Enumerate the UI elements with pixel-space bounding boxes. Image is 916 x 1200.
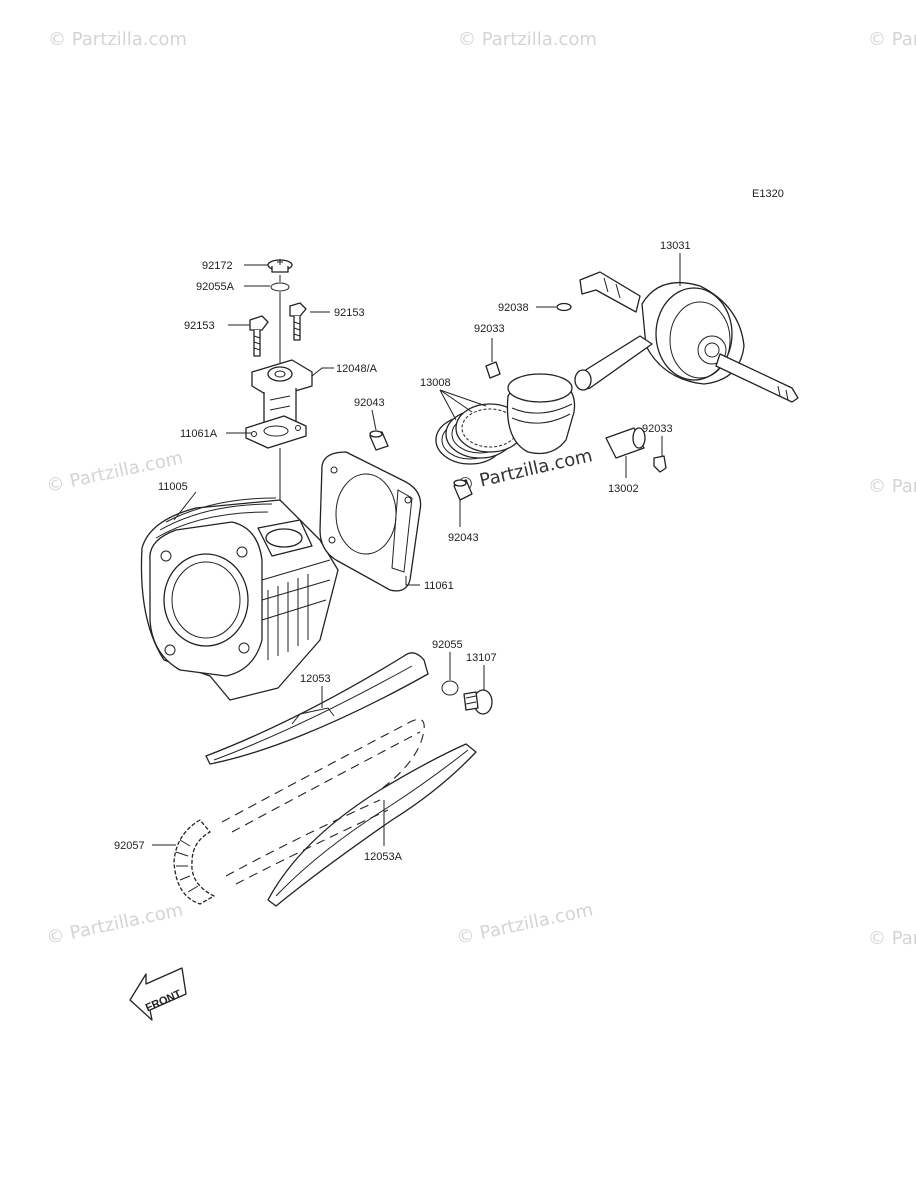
dowel-pin-92043-top (369, 430, 389, 451)
label-12053A: 12053A (364, 851, 403, 863)
piston-pin-13002 (605, 427, 646, 459)
label-11005: 11005 (158, 481, 188, 493)
label-13002: 13002 (608, 483, 639, 495)
oring-92055 (441, 680, 459, 696)
oring-92055A (270, 282, 290, 292)
label-92043-bottom: 92043 (448, 532, 479, 544)
bolt-92153-right (289, 302, 307, 341)
label-11061A: 11061A (180, 428, 218, 440)
tensioner-guide-12053 (205, 652, 429, 765)
label-13107: 13107 (466, 652, 497, 664)
label-92043-top: 92043 (354, 397, 385, 409)
bolt-13107 (463, 689, 493, 715)
watermark-top-center: © Partzilla.com (458, 29, 597, 50)
watermark-bottom-left: © Partzilla.com (45, 899, 185, 948)
cap-bolt-92172 (267, 259, 293, 273)
label-92153-left: 92153 (184, 320, 215, 332)
front-direction-arrow: FRONT (129, 967, 187, 1021)
watermark-bottom-right: © Partzilla.com (868, 928, 916, 949)
callout-labels: 92172 92055A 92153 92153 12048/A 11061A … (114, 240, 691, 863)
leader-lines (152, 253, 681, 846)
clip-92033-right (653, 455, 667, 473)
label-13008: 13008 (420, 377, 451, 389)
cylinder-11005 (140, 497, 339, 701)
cam-chain-92057 (173, 718, 425, 905)
piston (506, 373, 576, 455)
label-92057: 92057 (114, 840, 145, 852)
label-92153-right: 92153 (334, 307, 365, 319)
label-11061: 11061 (424, 580, 454, 592)
tensioner-12048A (251, 359, 313, 428)
label-92033-right: 92033 (642, 423, 673, 435)
gasket-11061A (245, 415, 307, 449)
piston-rings-13008 (435, 403, 525, 465)
watermark-top-left: © Partzilla.com (48, 29, 187, 50)
gasket-11061 (319, 451, 422, 592)
label-92033-top: 92033 (474, 323, 505, 335)
label-92172: 92172 (202, 260, 233, 272)
crankshaft-13031 (574, 271, 799, 403)
bolt-92153-left (249, 315, 269, 357)
key-92038 (556, 302, 572, 312)
clip-92033-top (485, 361, 501, 379)
label-92055A: 92055A (196, 281, 235, 293)
watermark-top-right: © Partzilla.com (868, 29, 916, 50)
label-92055: 92055 (432, 639, 463, 651)
diagram-code: E1320 (752, 188, 784, 200)
label-13031: 13031 (660, 240, 691, 252)
label-12048A: 12048/A (336, 363, 378, 375)
label-92038: 92038 (498, 302, 529, 314)
label-12053: 12053 (300, 673, 331, 685)
chain-guide-12053A (267, 743, 477, 907)
dowel-pin-92043-bottom (453, 479, 473, 501)
watermark-mid-right: © Partzilla.com (868, 476, 916, 497)
watermark-bottom-center: © Partzilla.com (455, 899, 595, 948)
